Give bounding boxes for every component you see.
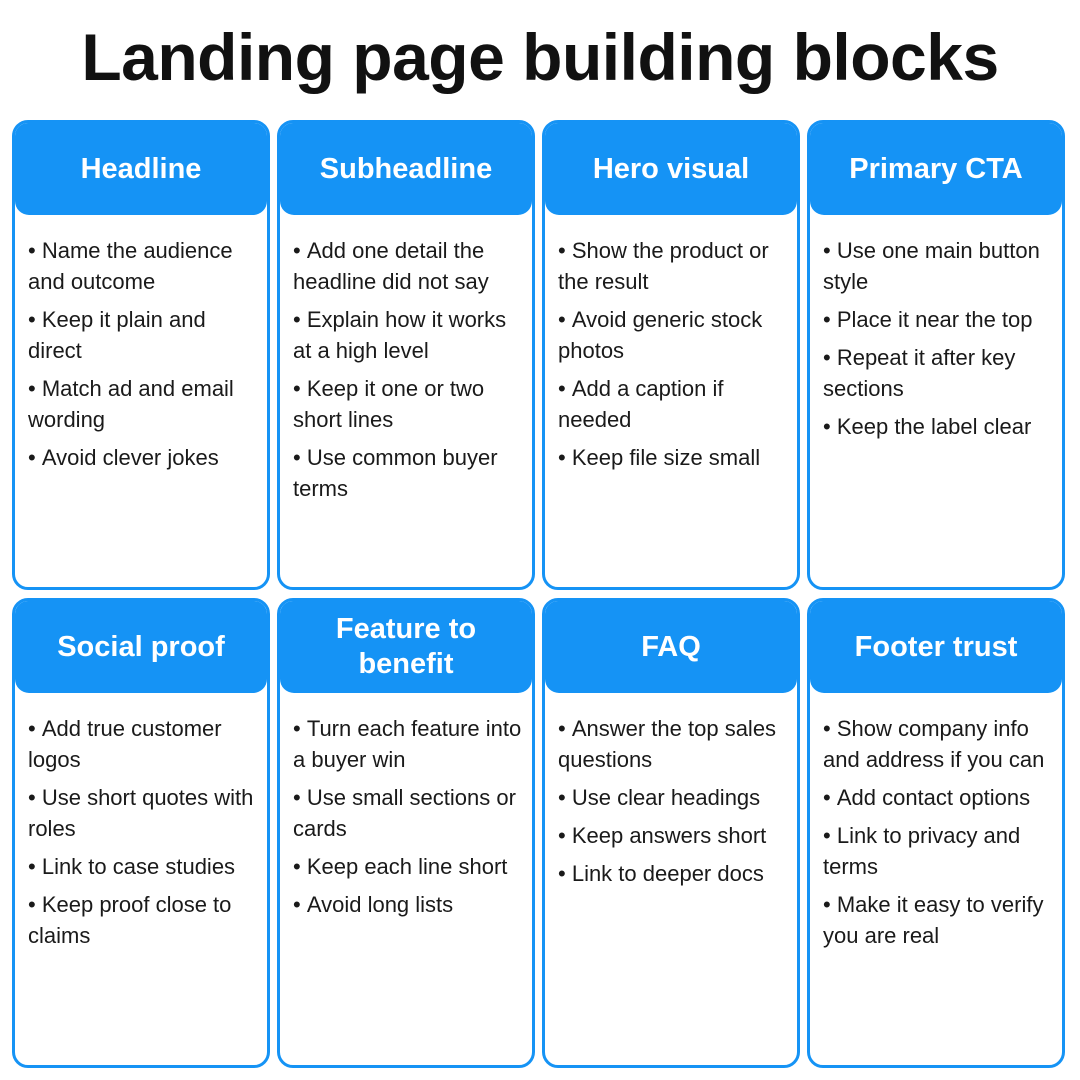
bullet-item: Keep it one or two short lines bbox=[293, 373, 522, 435]
bullet-item: Add one detail the headline did not say bbox=[293, 235, 522, 297]
card-title: Hero visual bbox=[592, 152, 750, 185]
card-title: Subheadline bbox=[319, 152, 493, 185]
card-header: FAQ bbox=[545, 601, 797, 693]
card-header: Social proof bbox=[15, 601, 267, 693]
bullet-item: Add contact options bbox=[823, 782, 1052, 813]
card-title: Footer trust bbox=[854, 630, 1018, 663]
page-title: Landing page building blocks bbox=[81, 20, 999, 94]
card-subheadline: Subheadline Add one detail the headline … bbox=[277, 120, 535, 590]
bullet-item: Show company info and address if you can bbox=[823, 713, 1052, 775]
bullet-item: Match ad and email wording bbox=[28, 373, 257, 435]
card-social-proof: Social proof Add true customer logos Use… bbox=[12, 598, 270, 1068]
bullet-item: Link to case studies bbox=[28, 851, 257, 882]
bullet-list: Turn each feature into a buyer win Use s… bbox=[280, 693, 532, 920]
bullet-item: Turn each feature into a buyer win bbox=[293, 713, 522, 775]
card-title: FAQ bbox=[641, 630, 701, 663]
bullet-item: Link to deeper docs bbox=[558, 858, 787, 889]
card-header: Primary CTA bbox=[810, 123, 1062, 215]
bullet-item: Use clear headings bbox=[558, 782, 787, 813]
card-header: Headline bbox=[15, 123, 267, 215]
card-title: Headline bbox=[80, 152, 202, 185]
card-header: Footer trust bbox=[810, 601, 1062, 693]
card-header: Subheadline bbox=[280, 123, 532, 215]
card-faq: FAQ Answer the top sales questions Use c… bbox=[542, 598, 800, 1068]
bullet-item: Keep proof close to claims bbox=[28, 889, 257, 951]
bullet-item: Repeat it after key sections bbox=[823, 342, 1052, 404]
bullet-item: Name the audience and outcome bbox=[28, 235, 257, 297]
card-primary-cta: Primary CTA Use one main button style Pl… bbox=[807, 120, 1065, 590]
card-title: Feature to benefit bbox=[335, 613, 477, 680]
card-headline: Headline Name the audience and outcome K… bbox=[12, 120, 270, 590]
bullet-list: Answer the top sales questions Use clear… bbox=[545, 693, 797, 889]
bullet-item: Avoid long lists bbox=[293, 889, 522, 920]
bullet-item: Keep the label clear bbox=[823, 411, 1052, 442]
bullet-item: Keep it plain and direct bbox=[28, 304, 257, 366]
bullet-item: Answer the top sales questions bbox=[558, 713, 787, 775]
bullet-item: Add true customer logos bbox=[28, 713, 257, 775]
bullet-item: Keep answers short bbox=[558, 820, 787, 851]
card-feature-to-benefit: Feature to benefit Turn each feature int… bbox=[277, 598, 535, 1068]
bullet-item: Avoid generic stock photos bbox=[558, 304, 787, 366]
bullet-item: Use short quotes with roles bbox=[28, 782, 257, 844]
card-title: Social proof bbox=[57, 630, 225, 663]
bullet-item: Use common buyer terms bbox=[293, 442, 522, 504]
bullet-item: Place it near the top bbox=[823, 304, 1052, 335]
bullet-item: Show the product or the result bbox=[558, 235, 787, 297]
bullet-item: Use one main button style bbox=[823, 235, 1052, 297]
bullet-item: Keep each line short bbox=[293, 851, 522, 882]
card-header: Hero visual bbox=[545, 123, 797, 215]
bullet-list: Show the product or the result Avoid gen… bbox=[545, 215, 797, 473]
bullet-item: Avoid clever jokes bbox=[28, 442, 257, 473]
bullet-item: Link to privacy and terms bbox=[823, 820, 1052, 882]
bullet-item: Add a caption if needed bbox=[558, 373, 787, 435]
card-hero-visual: Hero visual Show the product or the resu… bbox=[542, 120, 800, 590]
bullet-list: Add one detail the headline did not say … bbox=[280, 215, 532, 504]
bullet-list: Add true customer logos Use short quotes… bbox=[15, 693, 267, 951]
bullet-item: Keep file size small bbox=[558, 442, 787, 473]
bullet-item: Explain how it works at a high level bbox=[293, 304, 522, 366]
bullet-list: Name the audience and outcome Keep it pl… bbox=[15, 215, 267, 473]
bullet-item: Use small sections or cards bbox=[293, 782, 522, 844]
card-footer-trust: Footer trust Show company info and addre… bbox=[807, 598, 1065, 1068]
card-title: Primary CTA bbox=[849, 152, 1023, 185]
card-header: Feature to benefit bbox=[280, 601, 532, 693]
building-blocks-grid: Headline Name the audience and outcome K… bbox=[12, 120, 1068, 1070]
bullet-list: Use one main button style Place it near … bbox=[810, 215, 1062, 442]
bullet-item: Make it easy to verify you are real bbox=[823, 889, 1052, 951]
bullet-list: Show company info and address if you can… bbox=[810, 693, 1062, 951]
